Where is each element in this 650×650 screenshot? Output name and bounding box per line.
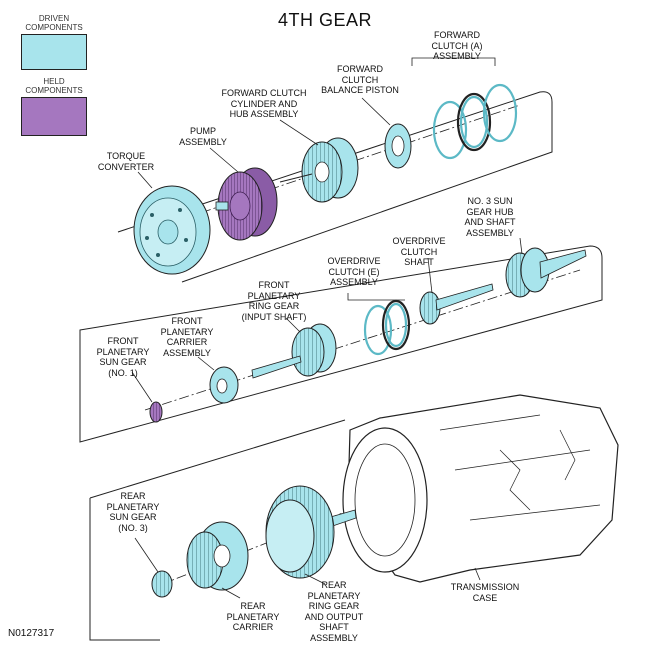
label-front-planetary-ring-gear: FRONT PLANETARY RING GEAR (INPUT SHAFT) bbox=[241, 280, 307, 322]
front-planetary-carrier-part bbox=[209, 366, 239, 404]
no3-sun-gear-hub-part bbox=[505, 247, 587, 298]
label-rear-planetary-carrier: REAR PLANETARY CARRIER bbox=[226, 601, 280, 632]
transmission-case-part bbox=[342, 394, 619, 583]
label-overdrive-clutch-shaft: OVERDRIVE CLUTCH SHAFT bbox=[392, 236, 446, 267]
figure-id: N0127317 bbox=[8, 628, 55, 639]
front-planetary-ring-gear-part bbox=[251, 323, 337, 379]
leader-lines bbox=[131, 57, 523, 599]
rear-planetary-carrier-part bbox=[186, 521, 249, 591]
legend-driven-label: DRIVEN COMPONENTS bbox=[25, 14, 83, 32]
torque-converter-part bbox=[133, 185, 211, 275]
middle-row-band bbox=[79, 245, 603, 443]
label-torque-converter: TORQUE CONVERTER bbox=[97, 151, 155, 172]
legend-driven-swatch bbox=[21, 34, 87, 70]
lower-row-band bbox=[89, 419, 346, 641]
label-transmission-case: TRANSMISSION CASE bbox=[450, 582, 520, 603]
upper-row-band bbox=[117, 91, 553, 283]
diagram-title: 4TH GEAR bbox=[277, 10, 373, 30]
overdrive-clutch-e-plates bbox=[363, 299, 411, 356]
legend-held-label: HELD COMPONENTS bbox=[25, 77, 83, 95]
label-forward-clutch-a: FORWARD CLUTCH (A) ASSEMBLY bbox=[431, 30, 483, 61]
label-forward-clutch-balance-piston: FORWARD CLUTCH BALANCE PISTON bbox=[321, 64, 399, 95]
label-rear-planetary-ring-gear: REAR PLANETARY RING GEAR AND OUTPUT SHAF… bbox=[304, 580, 364, 643]
forward-clutch-balance-piston-part bbox=[384, 123, 412, 169]
overdrive-clutch-shaft-part bbox=[419, 283, 494, 325]
front-planetary-sun-gear-part bbox=[149, 401, 163, 423]
label-front-planetary-sun-gear: FRONT PLANETARY SUN GEAR (NO. 1) bbox=[96, 336, 150, 378]
label-pump-assembly: PUMP ASSEMBLY bbox=[179, 126, 227, 147]
pump-assembly-part bbox=[215, 167, 278, 241]
forward-clutch-cylinder-part bbox=[279, 137, 359, 203]
forward-clutch-a-plates bbox=[432, 83, 518, 160]
legend-held-swatch bbox=[21, 97, 87, 136]
label-front-planetary-carrier: FRONT PLANETARY CARRIER ASSEMBLY bbox=[160, 316, 214, 358]
rear-planetary-sun-gear-part bbox=[151, 570, 173, 598]
label-overdrive-clutch-e: OVERDRIVE CLUTCH (E) ASSEMBLY bbox=[327, 256, 381, 287]
label-rear-planetary-sun-gear: REAR PLANETARY SUN GEAR (NO. 3) bbox=[106, 491, 160, 533]
label-no3-sun-gear-hub: NO. 3 SUN GEAR HUB AND SHAFT ASSEMBLY bbox=[464, 196, 516, 238]
label-forward-clutch-cylinder: FORWARD CLUTCH CYLINDER AND HUB ASSEMBLY bbox=[221, 88, 307, 119]
rear-planetary-ring-gear-part bbox=[265, 485, 357, 579]
